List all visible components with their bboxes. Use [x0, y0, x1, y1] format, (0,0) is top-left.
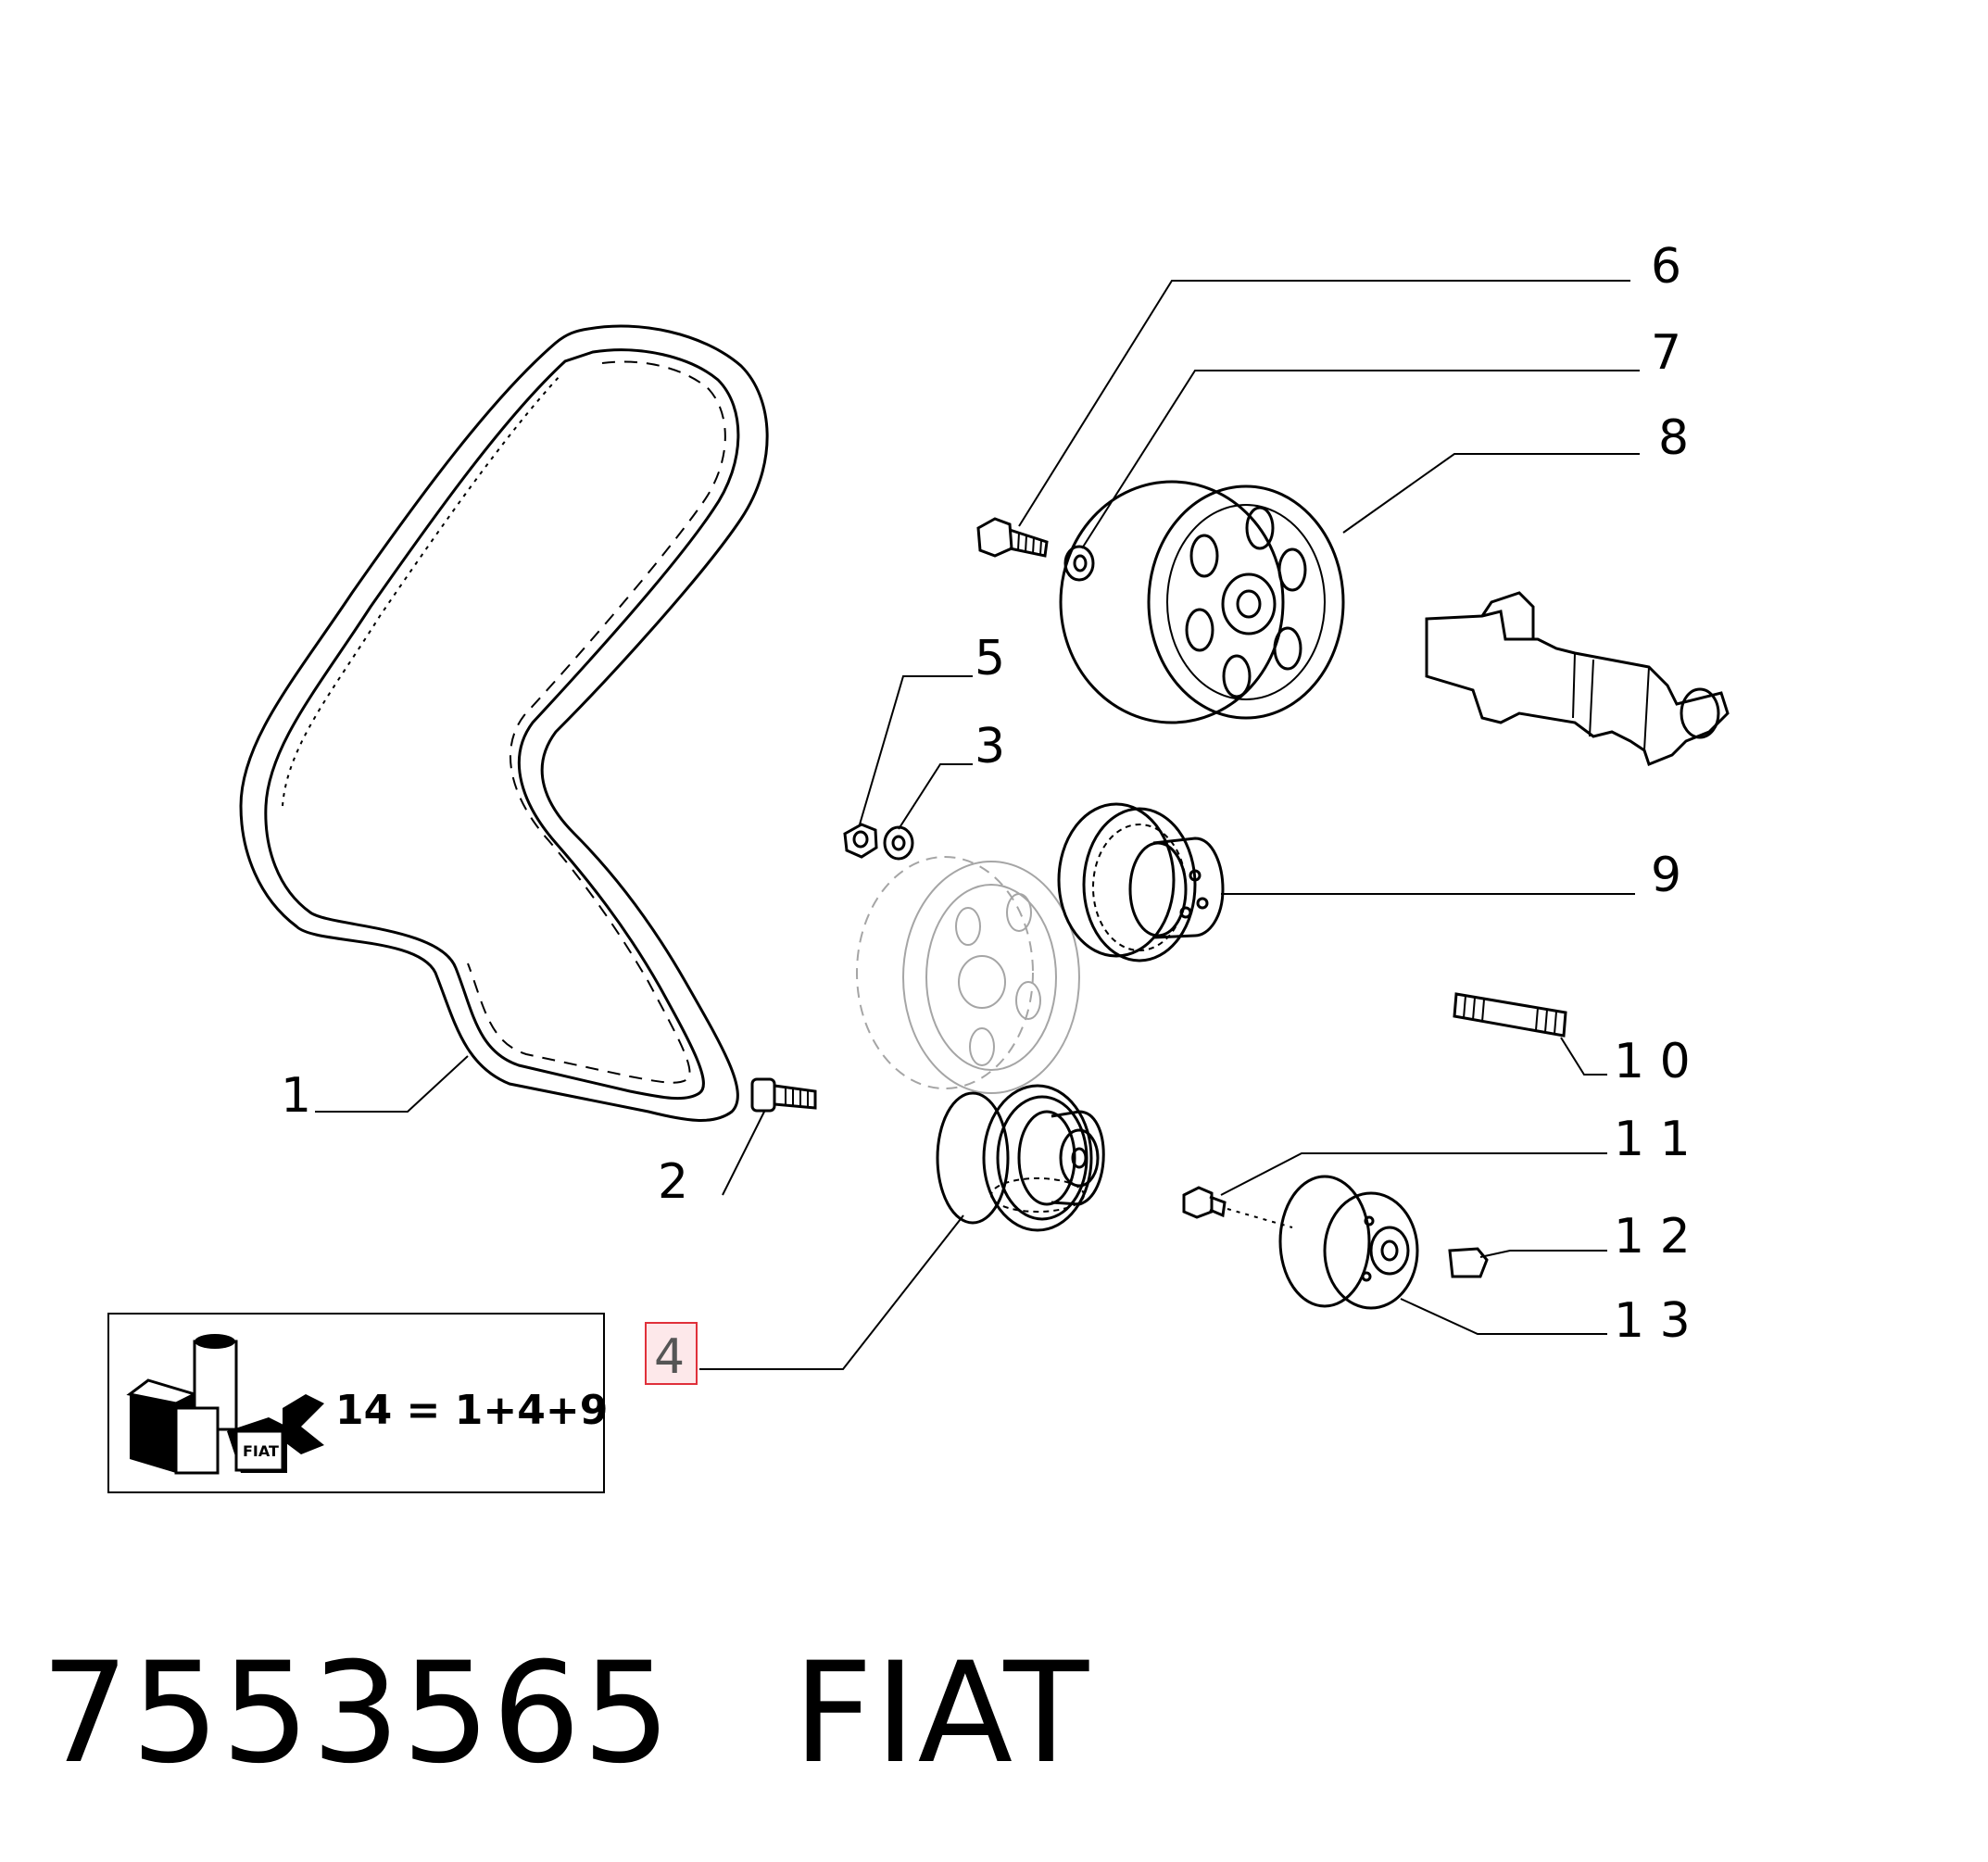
washer-3	[883, 825, 914, 861]
camshaft-pulley-8	[1059, 480, 1345, 724]
callout-6: 6	[1651, 239, 1681, 295]
tensioner-9	[1057, 802, 1225, 962]
bolt-2	[750, 1077, 817, 1113]
callout-8: 8	[1658, 410, 1689, 466]
callout-11: 1 1	[1614, 1112, 1691, 1167]
footer: 7553565 FIAT	[41, 1630, 1090, 1797]
callout-13: 1 3	[1614, 1293, 1691, 1349]
callout-3: 3	[975, 719, 1005, 774]
callout-7: 7	[1651, 325, 1681, 381]
fiat-kit-icon: FIAT	[126, 1334, 324, 1475]
nut-5	[843, 823, 878, 859]
bolt-11	[1182, 1186, 1293, 1228]
background-pulley	[856, 856, 1080, 1094]
callout-10: 1 0	[1614, 1034, 1691, 1089]
callout-12: 1 2	[1614, 1209, 1691, 1264]
brand-name: FIAT	[793, 1633, 1091, 1794]
callout-2: 2	[658, 1154, 688, 1210]
callout-numbers: 1 2 3 5 6 7 8 9 1 0 1 1 1 2 1 3 4	[281, 239, 1691, 1385]
camshaft	[1425, 591, 1730, 766]
key-12	[1448, 1247, 1489, 1278]
crankshaft-pulley-13	[1278, 1175, 1419, 1310]
bolt-6	[976, 517, 1049, 558]
kit-box: FIAT 14 = 1+4+9	[107, 1313, 608, 1493]
callout-9: 9	[1651, 848, 1681, 903]
kit-formula: 14 = 1+4+9	[335, 1387, 608, 1434]
idler-pulley-4	[936, 1084, 1105, 1232]
callout-5: 5	[975, 631, 1005, 686]
leader-lines	[315, 280, 1640, 1370]
callout-4-highlight	[645, 1322, 698, 1385]
timing-belt	[239, 324, 769, 1122]
stud-10	[1453, 992, 1567, 1038]
part-number: 7553565	[41, 1633, 673, 1794]
callout-4: 4	[654, 1329, 685, 1385]
kit-logo-text: FIAT	[243, 1442, 279, 1460]
callout-1: 1	[281, 1068, 311, 1124]
